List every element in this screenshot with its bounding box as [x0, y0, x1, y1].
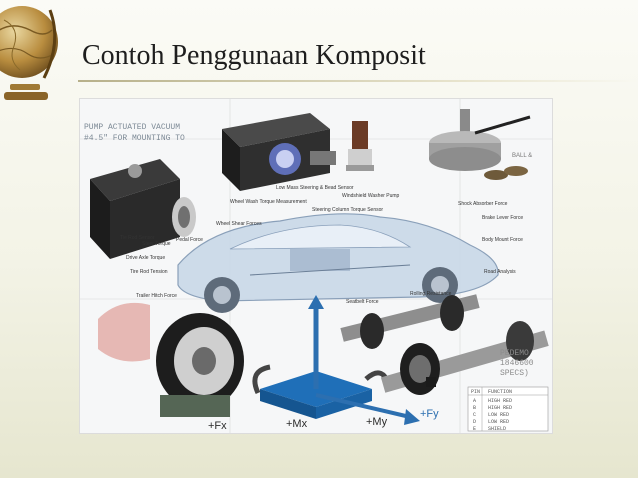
- spec-text-2: 1846600: [500, 359, 534, 368]
- globe-decoration: [0, 6, 58, 100]
- collage-illustration: PUMP ACTUATED VACUUM #4.5" FOR MOUNTING …: [80, 99, 552, 433]
- composite-applications-image: PUMP ACTUATED VACUUM #4.5" FOR MOUNTING …: [79, 98, 553, 434]
- car-label: Shock Absorber Force: [458, 201, 508, 207]
- pin-table-cell: HIGH RED: [488, 405, 512, 411]
- load-button-cell: [429, 109, 531, 180]
- car-label: Pedal Force: [176, 237, 203, 243]
- slide-title: Contoh Penggunaan Komposit: [82, 40, 426, 71]
- car-label: Wheel Wash Torque Measurement: [230, 199, 307, 205]
- pin-table-cell: HIGH RED: [488, 398, 512, 404]
- car-label: Tire Rod Tension: [130, 269, 168, 275]
- pin-table-cell: C: [473, 412, 476, 418]
- car-label: Windshield Washer Pump: [342, 193, 400, 199]
- pin-table-cell: LOW RED: [488, 419, 509, 425]
- axis-label-fy: +Fy: [420, 408, 439, 420]
- axis-label-my: +My: [366, 416, 388, 428]
- car-label: Seatbelt Force: [346, 299, 379, 305]
- spec-text-3: SPECS): [500, 369, 529, 378]
- pin-table-cell: D: [473, 419, 476, 425]
- pin-table-cell: E: [473, 426, 476, 432]
- spec-text-1: PEDEMO: [500, 349, 529, 358]
- ball-label: BALL &: [512, 153, 532, 159]
- top-text-1: PUMP ACTUATED VACUUM: [84, 123, 180, 132]
- shaft-torque-sensor: [340, 294, 549, 395]
- pin-table-cell: SHIELD: [488, 426, 506, 432]
- car-label: Road Analysis: [484, 269, 516, 275]
- car-label: Low Mass Steering & Bead Sensor: [276, 185, 354, 191]
- axis-label-mx: +Mx: [286, 418, 308, 430]
- top-text-2: #4.5" FOR MOUNTING TO: [84, 134, 185, 143]
- car-label: Trailer Hitch Force: [136, 293, 177, 299]
- car-label: Body Mount Force: [482, 237, 523, 243]
- car-label: Brake Lever Force: [482, 215, 523, 221]
- torque-flange-left: [98, 302, 244, 417]
- car-label: Steer Torque: [142, 241, 171, 247]
- pin-table-cell: LOW RED: [488, 412, 509, 418]
- pin-table: PIN FUNCTION A HIGH RED B HIGH RED C LOW…: [467, 386, 549, 432]
- car-label: Tie Rod Sensor: [120, 235, 155, 241]
- six-axis-sensor: [252, 295, 420, 425]
- vacuum-pump-unit: [222, 113, 336, 191]
- pin-table-cell: A: [473, 398, 476, 404]
- car-label: Steering Column Torque Sensor: [312, 207, 383, 213]
- car-label: Rolling Resistance: [410, 291, 452, 297]
- pin-table-header: FUNCTION: [488, 389, 512, 395]
- load-cell-block-left: [90, 159, 196, 259]
- pin-table-header: PIN: [471, 389, 480, 395]
- car-label: Wheel Shear Forces: [216, 221, 262, 227]
- pin-table-cell: B: [473, 405, 476, 411]
- car-label-list: Low Mass Steering & Bead Sensor Windshie…: [120, 185, 523, 305]
- axis-label-fx: +Fx: [208, 420, 227, 432]
- car-xray: [177, 213, 499, 313]
- title-underline: [78, 80, 638, 82]
- car-label: Drive Axle Torque: [126, 255, 165, 261]
- small-cylinder-sensor: [346, 121, 374, 171]
